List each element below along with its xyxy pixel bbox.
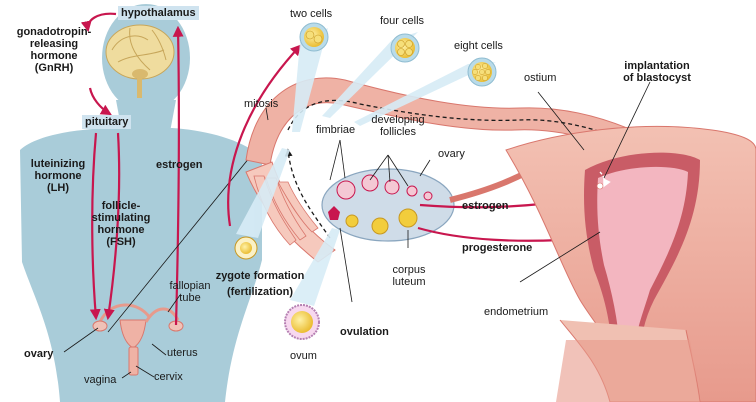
lh-label-line-1: luteinizing — [30, 158, 86, 170]
ostium-label: ostium — [524, 72, 557, 84]
brain-illustration — [105, 24, 175, 98]
fimbriae-illustration — [253, 175, 319, 246]
fallopian-tube-label-line-2: tube — [179, 292, 201, 304]
fimbriae-label: fimbriae — [316, 124, 356, 136]
fsh-label-line-1: follicle- — [101, 200, 141, 212]
ovum-label: ovum — [290, 350, 317, 362]
hypothalamus-label: hypothalamus — [118, 6, 199, 20]
eight-cells-stage — [467, 57, 497, 87]
developing-follicles-label-line-1: developing — [371, 114, 425, 126]
leader-lines-right — [265, 81, 651, 303]
implantation-label-line-2: of blastocyst — [623, 72, 691, 84]
endometrium-label: endometrium — [484, 306, 549, 318]
ovary-label-left: ovary — [24, 348, 54, 360]
estrogen-label-left: estrogen — [156, 159, 203, 171]
corpus-luteum-label-line-1: corpus — [392, 264, 426, 276]
implantation-label-line-1: implantation — [624, 60, 690, 72]
gnrh-label-line-3: hormone — [30, 50, 78, 62]
fsh-label-line-3: hormone — [97, 224, 145, 236]
gnrh-label-line-4: (GnRH) — [34, 62, 74, 74]
fsh-label-line-4: (FSH) — [106, 236, 136, 248]
ovary-label-right: ovary — [438, 148, 465, 160]
fsh-label-line-2: stimulating — [91, 212, 151, 224]
pelvic-organs-mini — [92, 303, 184, 376]
two-cells-stage — [299, 22, 329, 52]
ovum-cell — [284, 304, 320, 340]
developing-follicles-label-line-2: follicles — [379, 126, 417, 138]
zygote-cell — [234, 236, 258, 260]
hormone-arrows-left — [80, 12, 184, 326]
uterus-label: uterus — [167, 347, 198, 359]
ovulation-label: ovulation — [340, 326, 389, 338]
gnrh-label-line-2: releasing — [29, 38, 79, 50]
cell-stage-halos — [236, 28, 496, 306]
vagina-label: vagina — [84, 374, 117, 386]
lh-label-line-3: (LH) — [47, 182, 69, 194]
fallopian-tube-label-line-1: fallopian — [169, 280, 211, 292]
cervix-label: cervix — [154, 371, 183, 383]
progesterone-label: progesterone — [462, 242, 533, 254]
uterus-section — [505, 125, 756, 402]
mitosis-label: mitosis — [244, 98, 279, 110]
zygote-formation-label: zygote formation — [215, 270, 305, 282]
fertilization-label: (fertilization) — [227, 286, 293, 298]
gnrh-label-line-1: gonadotropin- — [16, 26, 92, 38]
two-cells-label: two cells — [290, 8, 333, 20]
pituitary-label: pituitary — [82, 115, 132, 129]
lh-label-line-2: hormone — [34, 170, 82, 182]
eight-cells-label: eight cells — [454, 40, 503, 52]
corpus-luteum-label-line-2: luteum — [392, 276, 426, 288]
four-cells-stage — [390, 33, 420, 63]
estrogen-label-right: estrogen — [462, 200, 509, 212]
ovary-cross-section — [321, 157, 550, 242]
four-cells-label: four cells — [380, 15, 425, 27]
